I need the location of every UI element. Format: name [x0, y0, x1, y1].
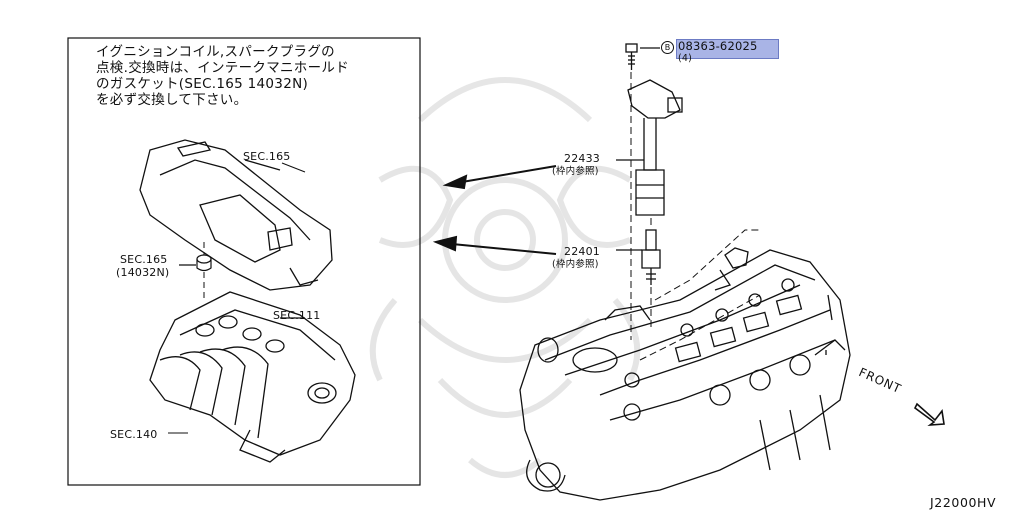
- label-part-22401-ref: (枠内参照): [552, 259, 599, 270]
- intake-manifold: [149, 291, 356, 463]
- bolt: [625, 43, 660, 70]
- label-part-22433[interactable]: 22433: [564, 152, 600, 165]
- note-line: 点検.交換時は、インテークマニホールド: [96, 60, 349, 76]
- inset-frame: [67, 37, 421, 486]
- note-line: を必ず交換して下さい。: [96, 92, 248, 108]
- label-bolt-qty: (4): [678, 53, 693, 64]
- label-part-22433-ref: (枠内参照): [552, 166, 599, 177]
- reference-arrows: [432, 165, 557, 255]
- note-line: イグニションコイル,スパークプラグの: [96, 44, 335, 60]
- label-sec165-gasket[interactable]: SEC.165: [120, 253, 168, 266]
- watermark-emblem: [369, 77, 641, 478]
- label-part-22401[interactable]: 22401: [564, 245, 600, 258]
- diagram-code: J22000HV: [930, 495, 997, 510]
- label-sec165-cover[interactable]: SEC.165: [243, 150, 291, 163]
- gasket: [179, 254, 212, 272]
- front-arrow: [913, 402, 945, 426]
- label-gasket-part[interactable]: (14032N): [116, 266, 170, 279]
- label-bolt-part[interactable]: 08363-62025: [678, 39, 758, 53]
- inset-note: イグニションコイル,スパークプラグの 点検.交換時は、インテークマニホールド の…: [96, 44, 349, 108]
- ignition-coil: [616, 79, 683, 216]
- intake-cover: [139, 139, 333, 291]
- label-sec140[interactable]: SEC.140: [110, 428, 158, 441]
- bolt-marker-icon: B: [661, 41, 674, 54]
- note-line: のガスケット(SEC.165 14032N): [96, 76, 309, 92]
- bolt-part-highlight[interactable]: [676, 39, 779, 59]
- label-sec111[interactable]: SEC.111: [273, 309, 321, 322]
- engine-block: [519, 247, 851, 501]
- spark-plug: [616, 229, 661, 285]
